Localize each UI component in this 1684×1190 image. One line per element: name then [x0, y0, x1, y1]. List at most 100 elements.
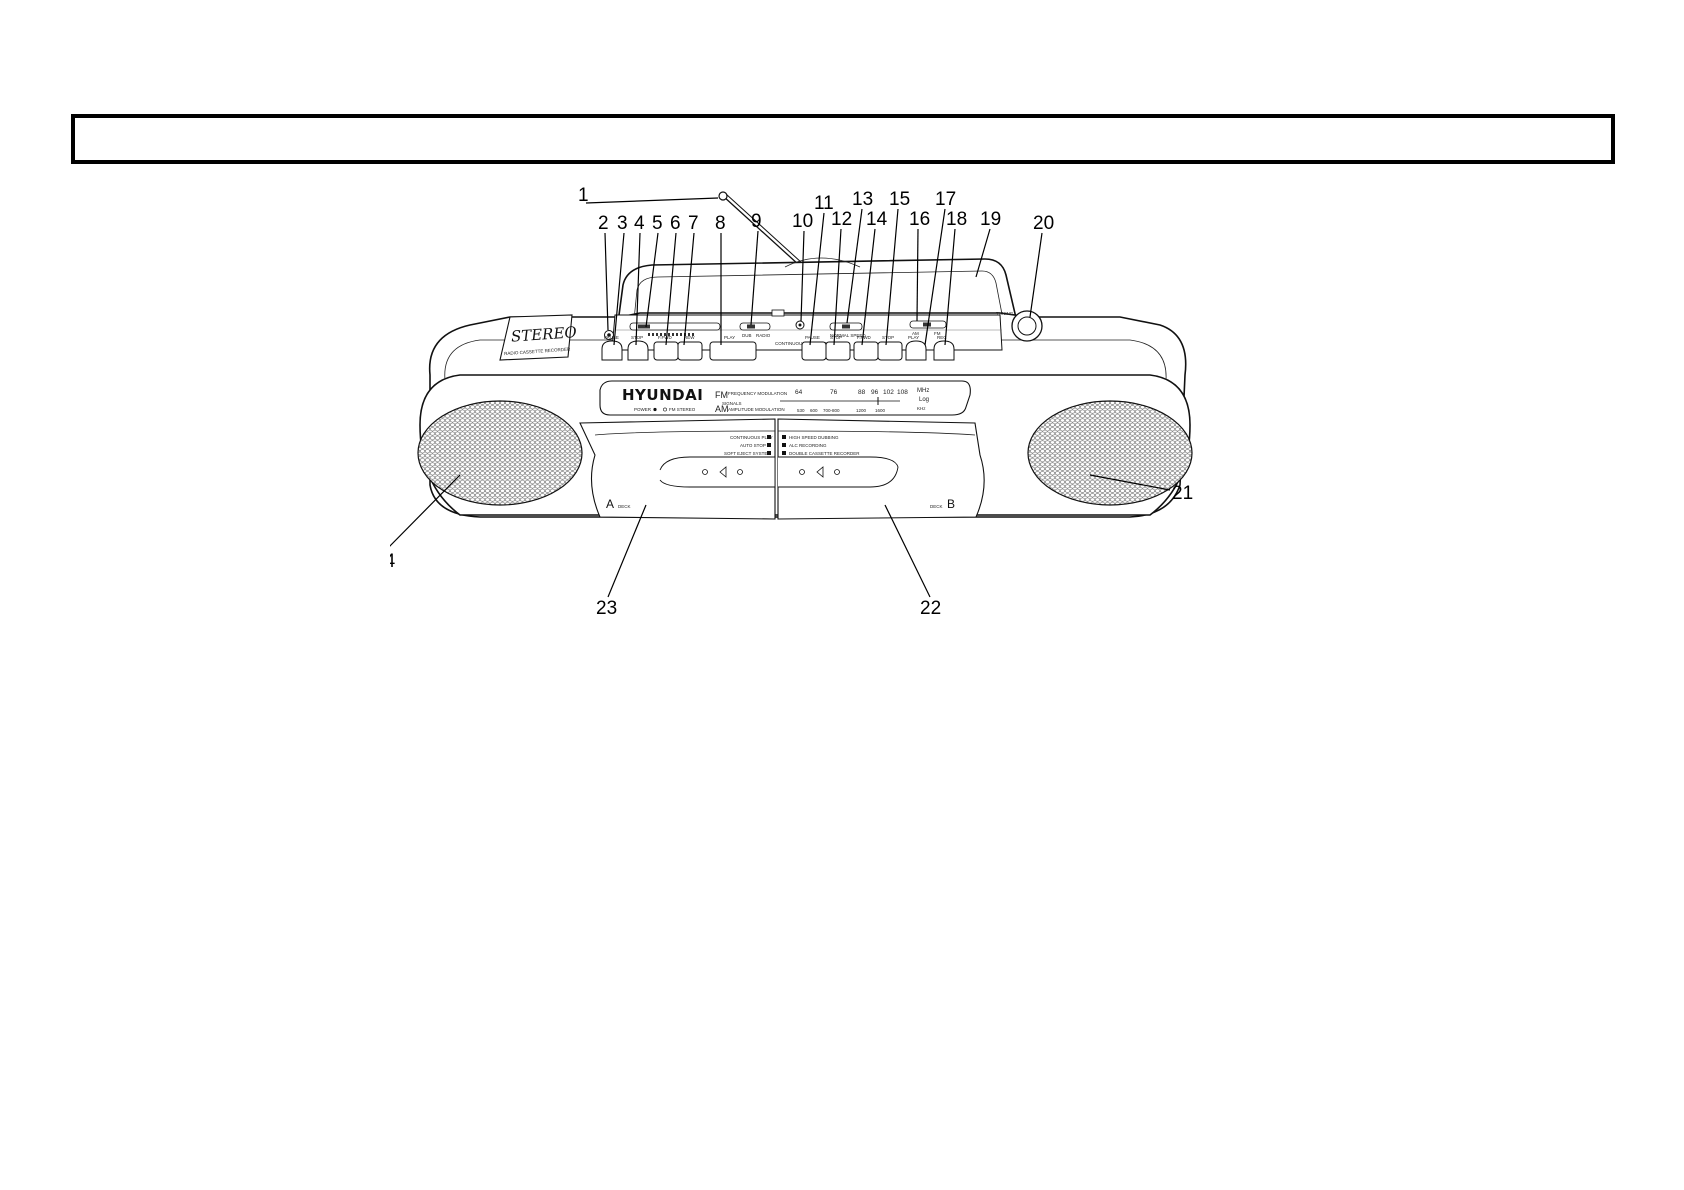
callout-numbers: 1 2 3 4 5 6 7 8 9 10 11 12 13 14 15 16 1…	[390, 185, 1193, 619]
deck-b-feature-0: HIGH SPEED DUBBING	[789, 435, 839, 440]
signals-label: SIGNALS	[722, 401, 742, 406]
deck-b-play-icon	[816, 466, 824, 478]
radio-cassette-diagram: DUB RADIO NORMAL SPEED AM FM CONTINUOUS …	[390, 185, 1193, 619]
deck-b-play-button[interactable]	[905, 340, 927, 361]
deck-b-pause-button[interactable]	[801, 341, 827, 361]
deck-a-stop-button[interactable]	[627, 340, 649, 361]
product-figure: DUB RADIO NORMAL SPEED AM FM CONTINUOUS …	[390, 185, 1290, 665]
deck-b-stop-button[interactable]	[825, 341, 851, 361]
transport-buttons: PAUSE STOP F.FWD REW PLAY PAUSE STOP F.F…	[601, 335, 955, 361]
am-band-label: AM	[715, 404, 729, 414]
record-button[interactable]	[933, 340, 955, 361]
callout-22: 22	[920, 598, 941, 619]
tuning-dial-panel: HYUNDAI POWER FM STEREO FM AM FREQUENCY …	[599, 380, 971, 416]
button-label-stop-b: STOP	[830, 335, 842, 340]
callout-10: 10	[792, 211, 813, 232]
deck-b-rew-button[interactable]	[877, 341, 903, 361]
deck-a-feature-1-mark	[767, 443, 771, 447]
callout-7: 7	[688, 213, 699, 234]
deck-a-play-button[interactable]	[709, 341, 757, 361]
power-label: POWER	[634, 407, 652, 412]
volume-knob[interactable]	[638, 324, 650, 329]
callout-16: 16	[909, 209, 930, 230]
fm-scale-108: 108	[897, 389, 908, 396]
stereo-badge-title: STEREO	[510, 323, 577, 346]
deck-a-rew-button[interactable]	[677, 341, 703, 361]
header-box	[71, 114, 1615, 164]
fm-scale-64: 64	[795, 389, 803, 396]
fm-scale-96: 96	[871, 389, 879, 396]
switch-label-fm: FM	[934, 331, 941, 336]
deck-b-feature-0-mark	[782, 435, 786, 439]
callout-2: 2	[598, 213, 609, 234]
am-scale-1200: 1200	[856, 408, 867, 413]
right-speaker-grille	[1027, 400, 1193, 506]
deck-b-feature-1-mark	[782, 443, 786, 447]
stereo-badge-subtitle: RADIO CASSETTE RECORDER	[504, 346, 571, 356]
deck-b-feature-2: DOUBLE CASSETTE RECORDER	[789, 451, 860, 456]
deck-b-reel-right	[834, 469, 840, 475]
deck-a-letter: A	[606, 497, 614, 511]
switch-label-radio: RADIO	[756, 333, 771, 338]
button-label-ffwd-b: F.FWD	[857, 335, 871, 340]
callout-15: 15	[889, 189, 910, 210]
am-desc: AMPLITUDE MODULATION	[728, 407, 785, 412]
leader-lines	[390, 197, 1171, 598]
switch-label-am: AM	[912, 331, 919, 336]
callout-18: 18	[946, 209, 967, 230]
cassette-deck-b: HIGH SPEED DUBBING ALC RECORDING DOUBLE …	[777, 418, 985, 520]
deck-b-feature-2-mark	[782, 451, 786, 455]
deck-b-word: DECK	[930, 504, 943, 509]
button-label-rec: REC	[937, 335, 947, 340]
callout-13: 13	[852, 189, 873, 210]
volume-slider[interactable]	[629, 322, 721, 331]
deck-a-reel-right	[737, 469, 743, 475]
deck-b-ffwd-button[interactable]	[853, 341, 879, 361]
fm-band-label: FM	[715, 390, 728, 400]
unit-log: Log	[919, 397, 929, 403]
unit-mhz: MHz	[917, 388, 929, 394]
tuning-label: TUNING	[996, 311, 1014, 316]
power-led	[653, 407, 657, 412]
callout-6: 6	[670, 213, 681, 234]
unit-khz: KHz	[917, 406, 926, 411]
am-scale-1600: 1600	[875, 408, 886, 413]
brand-logo: HYUNDAI	[622, 386, 703, 404]
button-label-pause-a: PAUSE	[604, 335, 619, 340]
cassette-deck-a: CONTINUOUS PLAY AUTO STOP SOFT EJECT SYS…	[579, 418, 776, 520]
callout-9: 9	[751, 211, 762, 232]
am-scale-530: 530	[797, 408, 805, 413]
switch-label-normal-speed: NORMAL SPEED	[830, 333, 866, 338]
deck-b-reel-left	[799, 469, 805, 475]
deck-a-word: DECK	[618, 504, 631, 509]
deck-a-feature-2: SOFT EJECT SYSTEM	[724, 451, 771, 456]
callout-8: 8	[715, 213, 726, 234]
deck-a-pause-button[interactable]	[601, 340, 623, 361]
callout-14: 14	[866, 209, 888, 230]
fm-scale-102: 102	[883, 389, 894, 396]
deck-b-feature-1: ALC RECORDING	[789, 443, 827, 448]
callout-4: 4	[634, 213, 645, 234]
fm-stereo-led	[663, 407, 667, 412]
fm-scale-88: 88	[858, 389, 866, 396]
callout-20: 20	[1033, 213, 1054, 234]
button-label-ffwd-a: F.FWD	[658, 335, 672, 340]
am-scale-600: 600	[810, 408, 818, 413]
callout-12: 12	[831, 209, 852, 230]
button-label-stop-a: STOP	[631, 335, 643, 340]
fm-stereo-label: FM STEREO	[669, 407, 696, 412]
switch-label-dub: DUB	[742, 333, 752, 338]
stereo-badge: STEREO RADIO CASSETTE RECORDER	[499, 314, 577, 361]
button-label-stop-b2: STOP	[882, 335, 894, 340]
callout-24: 24	[390, 551, 396, 572]
callout-17: 17	[935, 189, 956, 210]
left-speaker-grille	[417, 400, 583, 506]
deck-b-letter: B	[947, 497, 955, 511]
fm-scale-76: 76	[830, 389, 838, 396]
tuning-knob[interactable]: TUNING	[996, 310, 1043, 342]
callout-19: 19	[980, 209, 1001, 230]
button-label-pause-b: PAUSE	[805, 335, 820, 340]
callout-11: 11	[814, 193, 834, 214]
deck-a-feature-0-mark	[767, 435, 771, 439]
deck-a-reel-left	[702, 469, 708, 475]
